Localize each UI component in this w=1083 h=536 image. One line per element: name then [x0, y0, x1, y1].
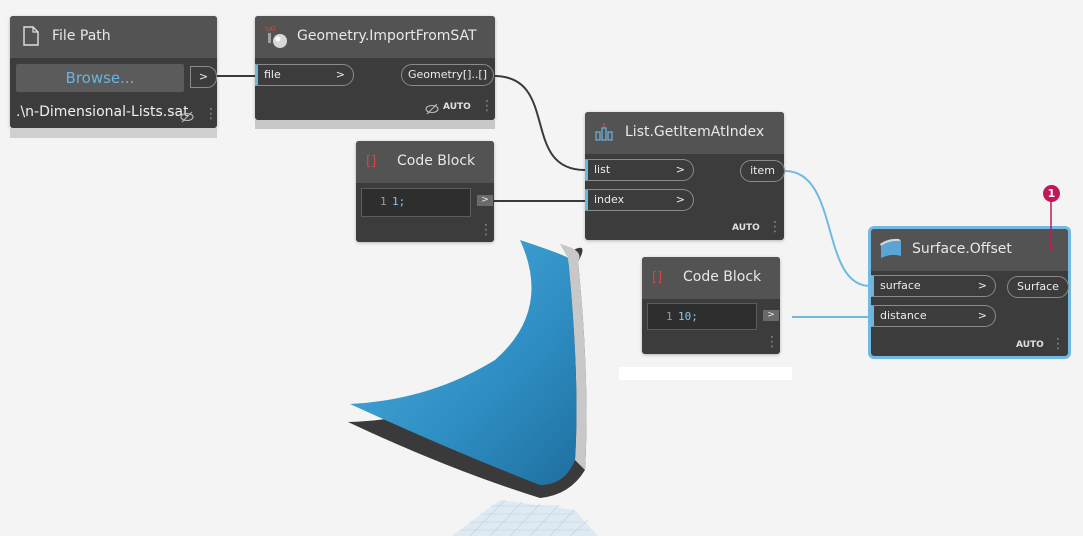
surface-input-port[interactable]: surface >: [871, 275, 996, 297]
eye-hidden-icon[interactable]: [180, 108, 194, 127]
node-title: Code Block: [683, 269, 762, 285]
code-block-output-port[interactable]: >: [477, 195, 493, 206]
code-text[interactable]: 10;: [678, 310, 698, 323]
code-block-node-2[interactable]: [] Code Block 1 10; > ⋮: [642, 257, 780, 354]
file-path-value: .\n-Dimensional-Lists.sat: [16, 104, 188, 120]
more-vertical-icon[interactable]: ⋮: [479, 222, 493, 238]
list-input-port[interactable]: list >: [585, 159, 694, 181]
surface-output-port[interactable]: Surface: [1007, 276, 1069, 298]
file-input-port[interactable]: file >: [255, 64, 354, 86]
callout-leader-line: [1049, 198, 1053, 250]
more-vertical-icon[interactable]: ⋮: [480, 98, 494, 114]
node-footer-strip: [619, 367, 792, 380]
node-title: Geometry.ImportFromSAT: [297, 28, 477, 44]
chevron-right-icon: >: [675, 163, 685, 176]
line-number: 1: [380, 195, 387, 208]
file-icon: [23, 26, 39, 50]
code-block-node-1[interactable]: [] Code Block 1 1; > ⋮: [356, 141, 494, 242]
run-mode-label: AUTO: [443, 102, 471, 112]
node-title: File Path: [52, 28, 111, 44]
index-input-port[interactable]: index >: [585, 189, 694, 211]
node-header[interactable]: [642, 257, 780, 299]
code-editor[interactable]: 1 1;: [361, 188, 471, 217]
file-path-output-port[interactable]: >: [190, 66, 217, 88]
item-output-port[interactable]: item: [740, 160, 785, 182]
sat-import-icon: SAT: [264, 24, 292, 54]
run-mode-label: AUTO: [732, 223, 760, 233]
line-number: 1: [666, 310, 673, 323]
more-vertical-icon[interactable]: ⋮: [1051, 336, 1065, 352]
chevron-right-icon: >: [335, 68, 345, 81]
get-item-at-index-node[interactable]: List.GetItemAtIndex list > index > item …: [585, 112, 785, 240]
code-bracket-icon: []: [652, 270, 663, 285]
run-mode-label: AUTO: [1016, 340, 1044, 350]
ground-grid: [452, 499, 598, 536]
node-footer: [255, 120, 495, 129]
node-title: List.GetItemAtIndex: [625, 124, 765, 140]
node-header[interactable]: [871, 229, 1068, 271]
node-title: Surface.Offset: [912, 241, 1012, 257]
eye-hidden-icon[interactable]: [425, 100, 439, 119]
port-label: surface: [880, 279, 921, 292]
chevron-right-icon: >: [977, 279, 987, 292]
node-footer: [10, 128, 217, 138]
distance-input-port[interactable]: distance >: [871, 305, 996, 327]
node-header[interactable]: [585, 112, 784, 154]
port-label: distance: [880, 309, 927, 322]
code-text[interactable]: 1;: [392, 195, 406, 208]
chevron-right-icon: >: [675, 193, 685, 206]
chevron-right-icon: >: [977, 309, 987, 322]
file-path-node[interactable]: File Path Browse... > .\n-Dimensional-Li…: [10, 16, 218, 138]
surface-icon: [879, 238, 903, 264]
port-label: file: [264, 68, 281, 81]
import-sat-node[interactable]: SAT Geometry.ImportFromSAT file > Geomet…: [255, 16, 495, 129]
surface-offset-node[interactable]: Surface.Offset surface > distance > Surf…: [868, 226, 1071, 359]
geometry-output-port[interactable]: Geometry[]..[]: [401, 64, 494, 86]
code-block-output-port[interactable]: >: [763, 310, 779, 321]
port-label: list: [594, 163, 611, 176]
browse-button[interactable]: Browse...: [16, 64, 184, 92]
list-icon: [595, 122, 617, 146]
node-header[interactable]: [255, 16, 495, 58]
more-vertical-icon[interactable]: ⋮: [768, 219, 782, 235]
node-header[interactable]: [10, 16, 217, 58]
node-title: Code Block: [397, 153, 476, 169]
port-label: index: [594, 193, 625, 206]
callout-badge: 1: [1043, 185, 1060, 202]
code-editor[interactable]: 1 10;: [647, 303, 757, 330]
blue-surface-shape: [350, 240, 577, 485]
code-bracket-icon: []: [366, 154, 377, 169]
more-vertical-icon[interactable]: ⋮: [765, 334, 779, 350]
svg-text:SAT: SAT: [265, 26, 277, 33]
more-vertical-icon[interactable]: ⋮: [204, 106, 218, 122]
node-header[interactable]: [356, 141, 494, 183]
